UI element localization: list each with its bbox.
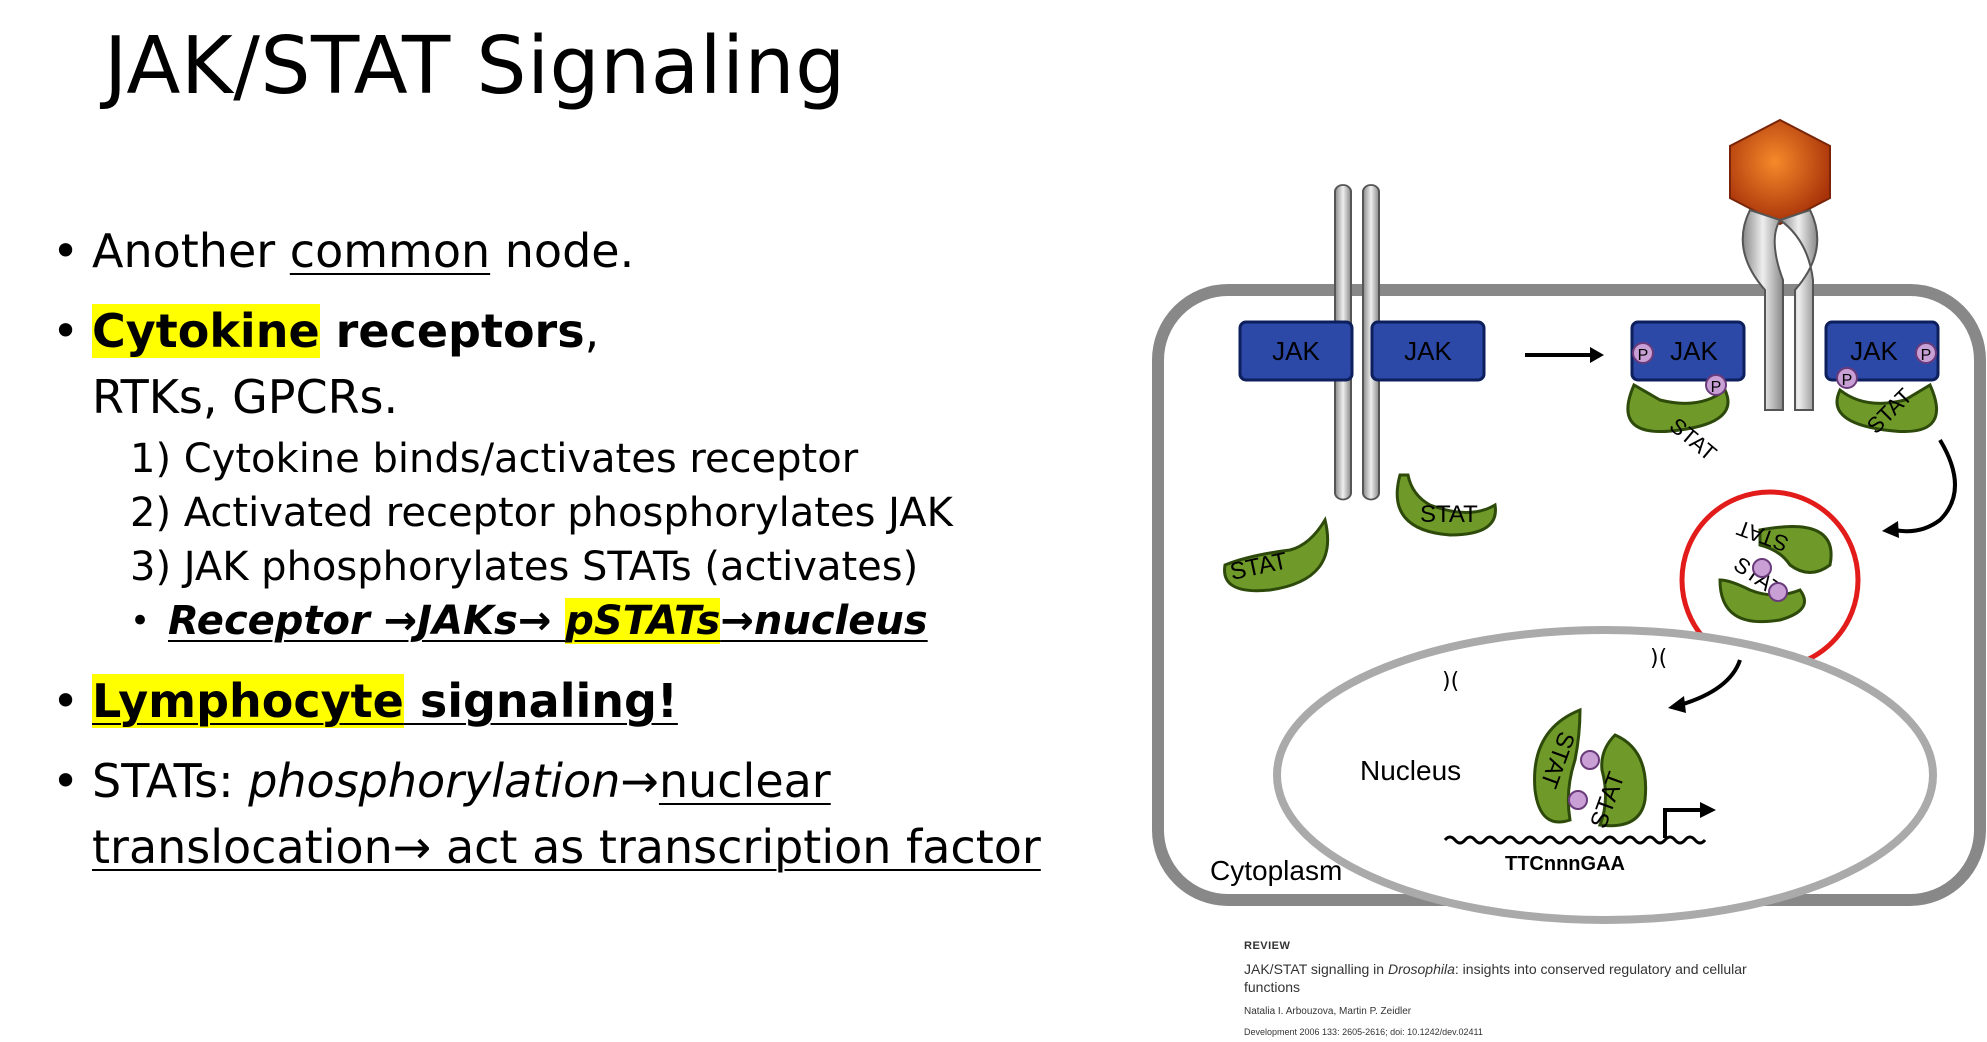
phosphate-label: P <box>1711 379 1722 396</box>
bullet-underlined-word: common <box>289 224 491 278</box>
nucleus-label: Nucleus <box>1360 755 1461 786</box>
jak-label: JAK <box>1404 336 1452 366</box>
flow-bullet: Receptor →JAKs→ pSTATs→nucleus <box>52 588 1152 654</box>
bullet-stats: STATs: phosphorylation→nuclear translocat… <box>52 748 1152 880</box>
jak-box-active <box>1630 320 1746 382</box>
arrow-text: → <box>620 754 659 808</box>
phosphate-icon <box>1915 342 1937 364</box>
flow-part: →nucleus <box>720 598 928 644</box>
citation: REVIEW JAK/STAT signalling in Drosophila… <box>1244 940 1784 1037</box>
jak-label: JAK <box>1272 336 1320 366</box>
bullet-common-node: Another common node. <box>52 218 1152 284</box>
bullet-lymphocyte: Lymphocyte signaling! <box>52 668 1152 734</box>
phosphate-icon <box>1568 790 1588 810</box>
nuclear-pore-icon: )( <box>1442 669 1459 694</box>
flow-highlight: pSTATs <box>565 598 721 644</box>
highlighted-word: Cytokine <box>92 304 320 358</box>
bullet-list: Another common node. Cytokine receptors,… <box>52 218 1152 880</box>
translocation-arrow-head <box>1668 696 1686 713</box>
bullet-text: , <box>584 304 600 358</box>
phosphate-icon <box>1752 558 1772 578</box>
bullet-cytokine-receptors: Cytokine receptors, RTKs, GPCRs. <box>52 298 1152 430</box>
cytokine-ligand <box>1729 118 1831 226</box>
underlined-text: nuclear <box>658 754 831 808</box>
transcription-arrow-head <box>1700 802 1716 818</box>
phosphate-label: P <box>1638 347 1649 364</box>
jak-box-active <box>1824 320 1940 382</box>
citation-journal: Development 2006 133: 2605-2616; doi: 10… <box>1244 1027 1483 1037</box>
stat-label: STAT <box>1420 501 1478 528</box>
dna-strand <box>1443 835 1707 845</box>
jak-box <box>1370 320 1486 382</box>
translocation-arrow <box>1679 659 1742 707</box>
step-2: 2) Activated receptor phosphorylates JAK <box>130 490 953 536</box>
phosphate-icon <box>1836 367 1858 389</box>
activation-arrow-head <box>1590 347 1604 363</box>
highlighted-word: Lymphocyte <box>92 674 404 728</box>
stat-dimer-nuclear: STAT STAT <box>1533 707 1648 832</box>
stat-free: STAT <box>1395 473 1497 537</box>
bold-text: receptors <box>319 304 585 358</box>
citation-title-italic: Drosophila <box>1387 961 1455 977</box>
jak-label: JAK <box>1850 336 1898 366</box>
phosphate-label: P <box>1842 372 1853 389</box>
dimer-arrow-head <box>1882 521 1899 538</box>
jak-label: JAK <box>1670 336 1718 366</box>
flow-part: Receptor →JAKs→ <box>168 598 566 644</box>
underlined-text-line2: translocation→ act as transcription fact… <box>92 820 1041 874</box>
phosphate-icon <box>1632 342 1654 364</box>
bold-text: signaling! <box>403 674 678 728</box>
cytoplasm-label: Cytoplasm <box>1210 855 1342 886</box>
step-1: 1) Cytokine binds/activates receptor <box>130 436 859 482</box>
bullet-text: Another <box>92 224 290 278</box>
slide-title: JAK/STAT Signaling <box>104 20 846 112</box>
jak-box <box>1238 320 1354 382</box>
dna-sequence-label: TTCnnnGAA <box>1505 853 1625 875</box>
phosphate-icon <box>1580 750 1600 770</box>
bullet-text: STATs: <box>92 754 249 808</box>
citation-label: REVIEW <box>1244 940 1291 952</box>
step-3: 3) JAK phosphorylates STATs (activates) <box>130 544 919 590</box>
citation-title-part: JAK/STAT signalling in <box>1244 961 1388 977</box>
phosphate-icon <box>1705 374 1727 396</box>
nuclear-pore-icon: )( <box>1650 646 1667 671</box>
jak-stat-diagram: JAK JAK JAK JAK STAT STAT P P P P STAT S… <box>1152 118 1986 924</box>
citation-title-part: : insights into conserved regulatory and… <box>1244 961 1747 995</box>
bullet-text-line2: RTKs, GPCRs. <box>92 370 399 424</box>
lymphocyte-text: Lymphocyte signaling! <box>92 674 678 728</box>
receptor-active <box>1741 208 1819 411</box>
phosphate-label: P <box>1921 347 1932 364</box>
citation-title: JAK/STAT signalling in Drosophila: insig… <box>1244 960 1784 996</box>
bullet-text: node. <box>490 224 635 278</box>
dimer-arrow <box>1894 438 1957 534</box>
italic-text: phosphorylation <box>248 754 621 808</box>
phosphate-icon <box>1768 582 1788 602</box>
citation-authors: Natalia I. Arbouzova, Martin P. Zeidler <box>1244 1006 1412 1017</box>
flow-text: Receptor →JAKs→ pSTATs→nucleus <box>130 598 928 644</box>
transcription-start-icon <box>1663 808 1700 838</box>
